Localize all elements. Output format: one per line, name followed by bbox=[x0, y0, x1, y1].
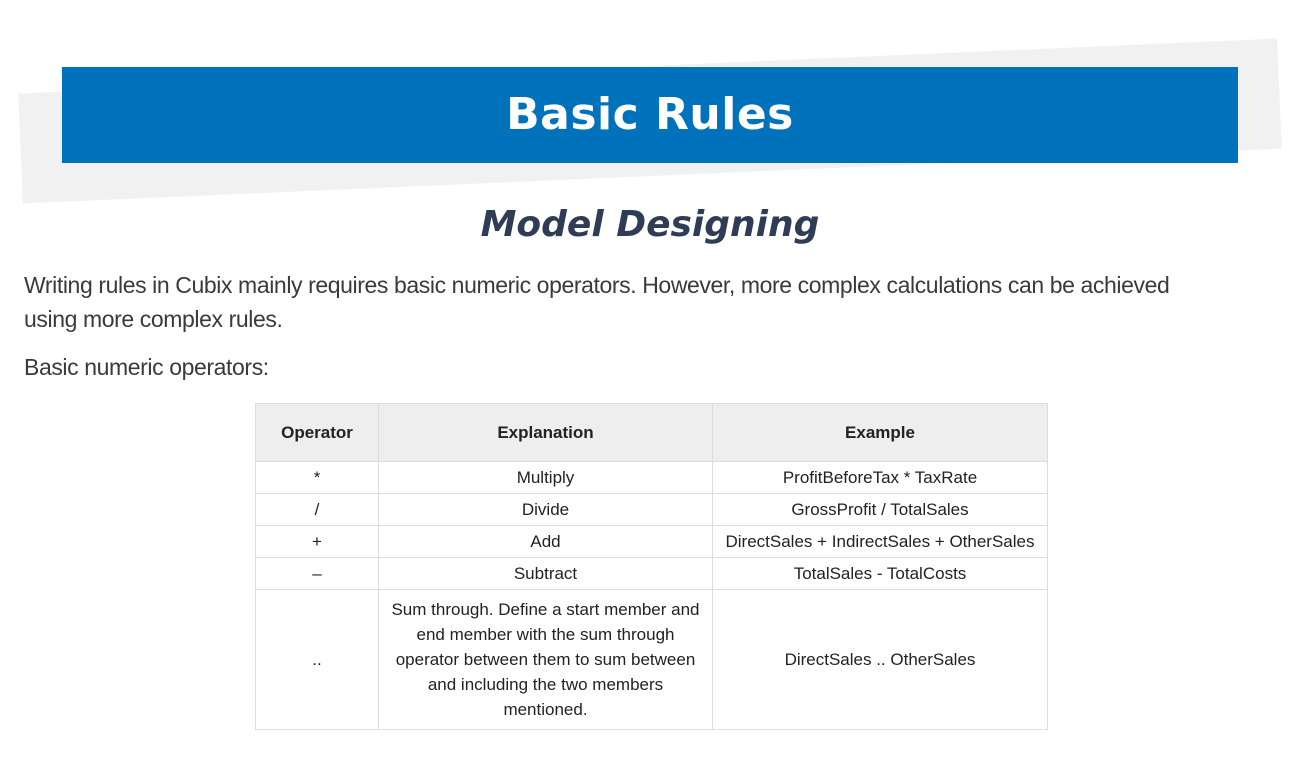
section-subtitle: Model Designing bbox=[480, 204, 820, 245]
example-cell: ProfitBeforeTax * TaxRate bbox=[712, 461, 1048, 494]
column-header-operator: Operator bbox=[255, 403, 379, 462]
table-row: – Subtract TotalSales - TotalCosts bbox=[255, 557, 1048, 590]
operator-cell: .. bbox=[255, 589, 379, 730]
page-title: Basic Rules bbox=[506, 89, 794, 140]
operator-cell: / bbox=[255, 493, 379, 526]
table-row: * Multiply ProfitBeforeTax * TaxRate bbox=[255, 461, 1048, 494]
table-row: / Divide GrossProfit / TotalSales bbox=[255, 493, 1048, 526]
operator-cell: + bbox=[255, 525, 379, 558]
explanation-cell: Divide bbox=[378, 493, 713, 526]
example-cell: DirectSales .. OtherSales bbox=[712, 589, 1048, 730]
example-cell: GrossProfit / TotalSales bbox=[712, 493, 1048, 526]
explanation-cell: Multiply bbox=[378, 461, 713, 494]
operator-cell: * bbox=[255, 461, 379, 494]
example-cell: DirectSales + IndirectSales + OtherSales bbox=[712, 525, 1048, 558]
explanation-cell: Sum through. Define a start member and e… bbox=[378, 589, 713, 730]
operators-table: Operator Explanation Example * Multiply … bbox=[255, 403, 1048, 730]
explanation-cell: Subtract bbox=[378, 557, 713, 590]
header-banner: Basic Rules bbox=[62, 67, 1238, 163]
operator-cell: – bbox=[255, 557, 379, 590]
table-row: .. Sum through. Define a start member an… bbox=[255, 589, 1048, 730]
table-header-row: Operator Explanation Example bbox=[255, 403, 1048, 462]
column-header-example: Example bbox=[712, 403, 1048, 462]
operators-label: Basic numeric operators: bbox=[24, 354, 269, 380]
table-row: + Add DirectSales + IndirectSales + Othe… bbox=[255, 525, 1048, 558]
example-cell: TotalSales - TotalCosts bbox=[712, 557, 1048, 590]
explanation-cell: Add bbox=[378, 525, 713, 558]
intro-paragraph: Writing rules in Cubix mainly requires b… bbox=[24, 272, 1170, 332]
column-header-explanation: Explanation bbox=[378, 403, 713, 462]
